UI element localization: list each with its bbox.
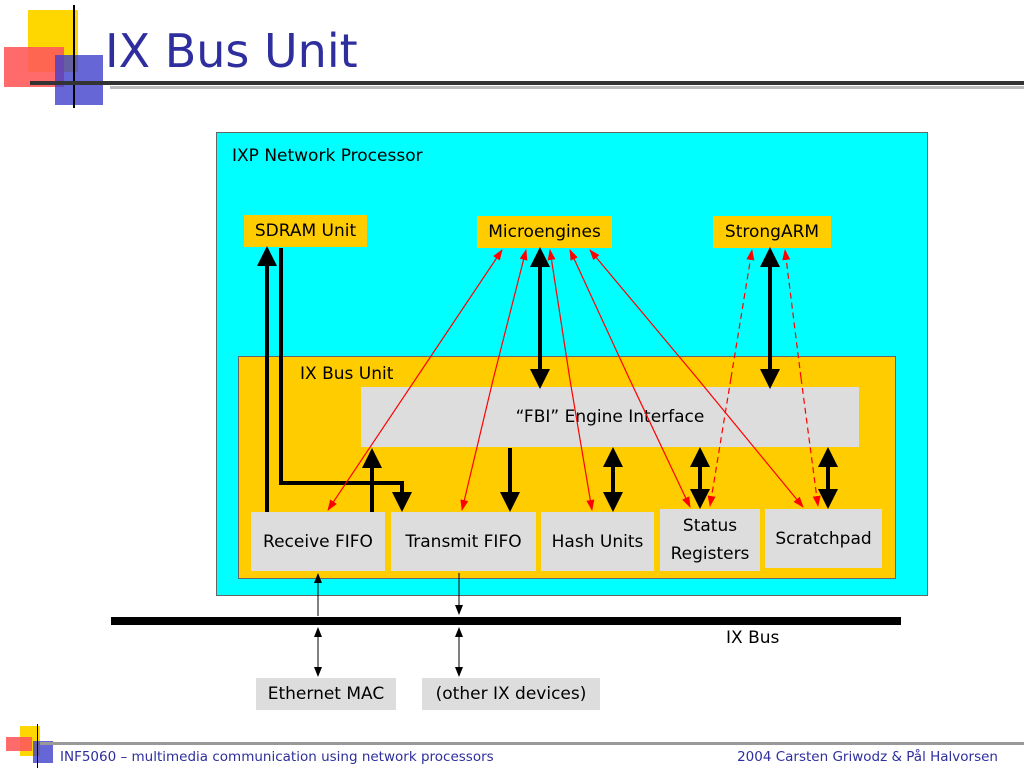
microengines-transmit-fifo-link-b xyxy=(460,379,494,511)
sdram-to-transmit-arrow xyxy=(279,248,412,512)
slide-title: IX Bus Unit xyxy=(105,24,358,78)
microengines-status-link-a xyxy=(569,249,630,379)
strongarm-scratchpad-link-a xyxy=(782,249,802,379)
status-registers-box: Status Registers xyxy=(660,509,760,571)
microengines-scratchpad-link-b xyxy=(696,377,804,508)
microengines-receive-fifo-link-b xyxy=(327,379,416,511)
ix-bus-unit-label: IX Bus Unit xyxy=(300,364,394,384)
footer-authors: 2004 Carsten Griwodz & Pål Halvorsen xyxy=(737,749,998,765)
strongarm-scratchpad-link-b xyxy=(800,377,821,507)
hash-units-box: Hash Units xyxy=(541,512,654,571)
microengines-hash-units-link-b xyxy=(569,379,595,511)
title-underline-shadow xyxy=(110,86,1024,89)
footer-course: INF5060 – multimedia communication using… xyxy=(60,749,494,765)
footer-logo-blue xyxy=(33,741,53,763)
microengines-receive-fifo-link-a xyxy=(414,249,503,381)
ethernet-mac-box: Ethernet MAC xyxy=(256,678,396,710)
strongarm-status-link-b xyxy=(707,377,732,507)
strongarm-status-link-a xyxy=(730,249,755,379)
logo-red-square xyxy=(4,47,64,87)
microengines-scratchpad-link-a xyxy=(589,249,698,379)
sdram-unit-box: SDRAM Unit xyxy=(244,215,367,247)
processor-label: IXP Network Processor xyxy=(232,146,423,166)
ix-bus-line xyxy=(111,617,901,625)
ix-bus-label: IX Bus xyxy=(726,628,780,648)
scratchpad-box: Scratchpad xyxy=(765,509,882,568)
transmit-fifo-box: Transmit FIFO xyxy=(391,512,536,571)
logo-vertical-line xyxy=(73,5,75,108)
status-registers-line2: Registers xyxy=(670,544,750,564)
strongarm-box: StrongARM xyxy=(713,216,831,248)
microengines-hash-units-link-a xyxy=(547,249,571,381)
title-underline xyxy=(30,81,1024,85)
microengines-box: Microengines xyxy=(477,216,612,248)
fbi-engine-interface-box: “FBI” Engine Interface xyxy=(361,387,859,447)
other-ix-devices-box: (other IX devices) xyxy=(422,678,600,710)
microengines-status-link-b xyxy=(628,377,691,508)
microengines-transmit-fifo-link-a xyxy=(492,249,528,381)
footer-rule xyxy=(40,742,1024,745)
logo-blue-square xyxy=(55,55,103,105)
status-registers-line1: Status xyxy=(682,516,738,536)
receive-fifo-box: Receive FIFO xyxy=(251,512,385,571)
footer-logo-line xyxy=(37,724,38,768)
footer-logo-red xyxy=(6,737,32,751)
